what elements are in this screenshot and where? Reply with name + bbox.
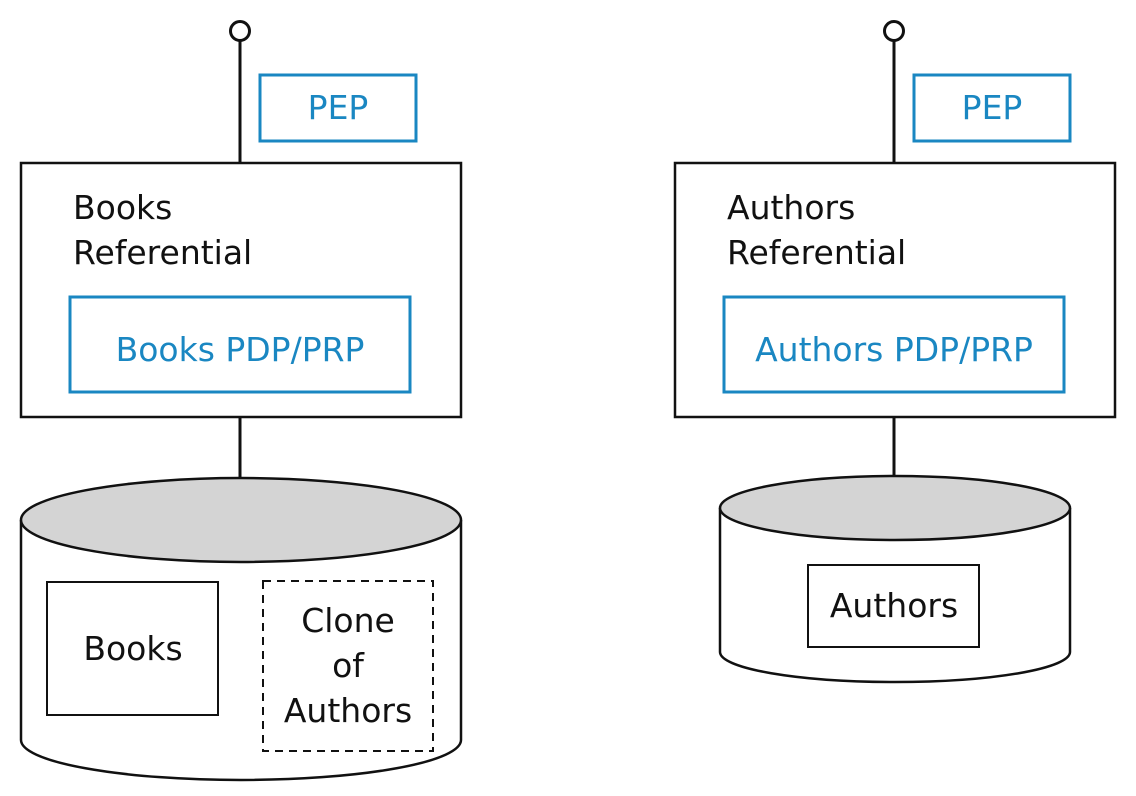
- books-endpoint-circle[interactable]: [229, 20, 251, 42]
- books-table-label: Books: [83, 629, 182, 668]
- authors-pdp-box[interactable]: Authors PDP/PRP: [722, 295, 1066, 394]
- authors-database-top: [718, 474, 1072, 542]
- authors-service-title-line1: Authors: [727, 188, 855, 227]
- clone-label-line2: of: [332, 646, 365, 685]
- authors-service-title-line2: Referential: [727, 233, 906, 272]
- books-service-title-line2: Referential: [73, 233, 252, 272]
- books-database-top: [19, 476, 463, 564]
- authors-pdp-label: Authors PDP/PRP: [755, 330, 1033, 369]
- authors-table-label: Authors: [830, 586, 958, 625]
- clone-label-line1: Clone: [301, 601, 395, 640]
- books-referential-group: PEP Books Referential Books PDP/PRP Book…: [19, 20, 463, 782]
- authors-referential-group: PEP Authors Referential Authors PDP/PRP …: [673, 20, 1117, 684]
- books-pdp-box[interactable]: Books PDP/PRP: [68, 295, 412, 394]
- clone-label-line3: Authors: [284, 691, 412, 730]
- clone-of-authors-table[interactable]: Clone of Authors: [262, 580, 434, 752]
- books-service-title-line1: Books: [73, 188, 172, 227]
- books-pep-box[interactable]: PEP: [258, 73, 418, 143]
- authors-pep-box[interactable]: PEP: [912, 73, 1072, 143]
- authors-table[interactable]: Authors: [807, 564, 980, 648]
- books-pdp-label: Books PDP/PRP: [116, 330, 365, 369]
- authors-pep-label: PEP: [962, 88, 1023, 127]
- authors-endpoint-circle[interactable]: [883, 20, 905, 42]
- books-pep-label: PEP: [308, 88, 369, 127]
- books-table[interactable]: Books: [46, 581, 219, 716]
